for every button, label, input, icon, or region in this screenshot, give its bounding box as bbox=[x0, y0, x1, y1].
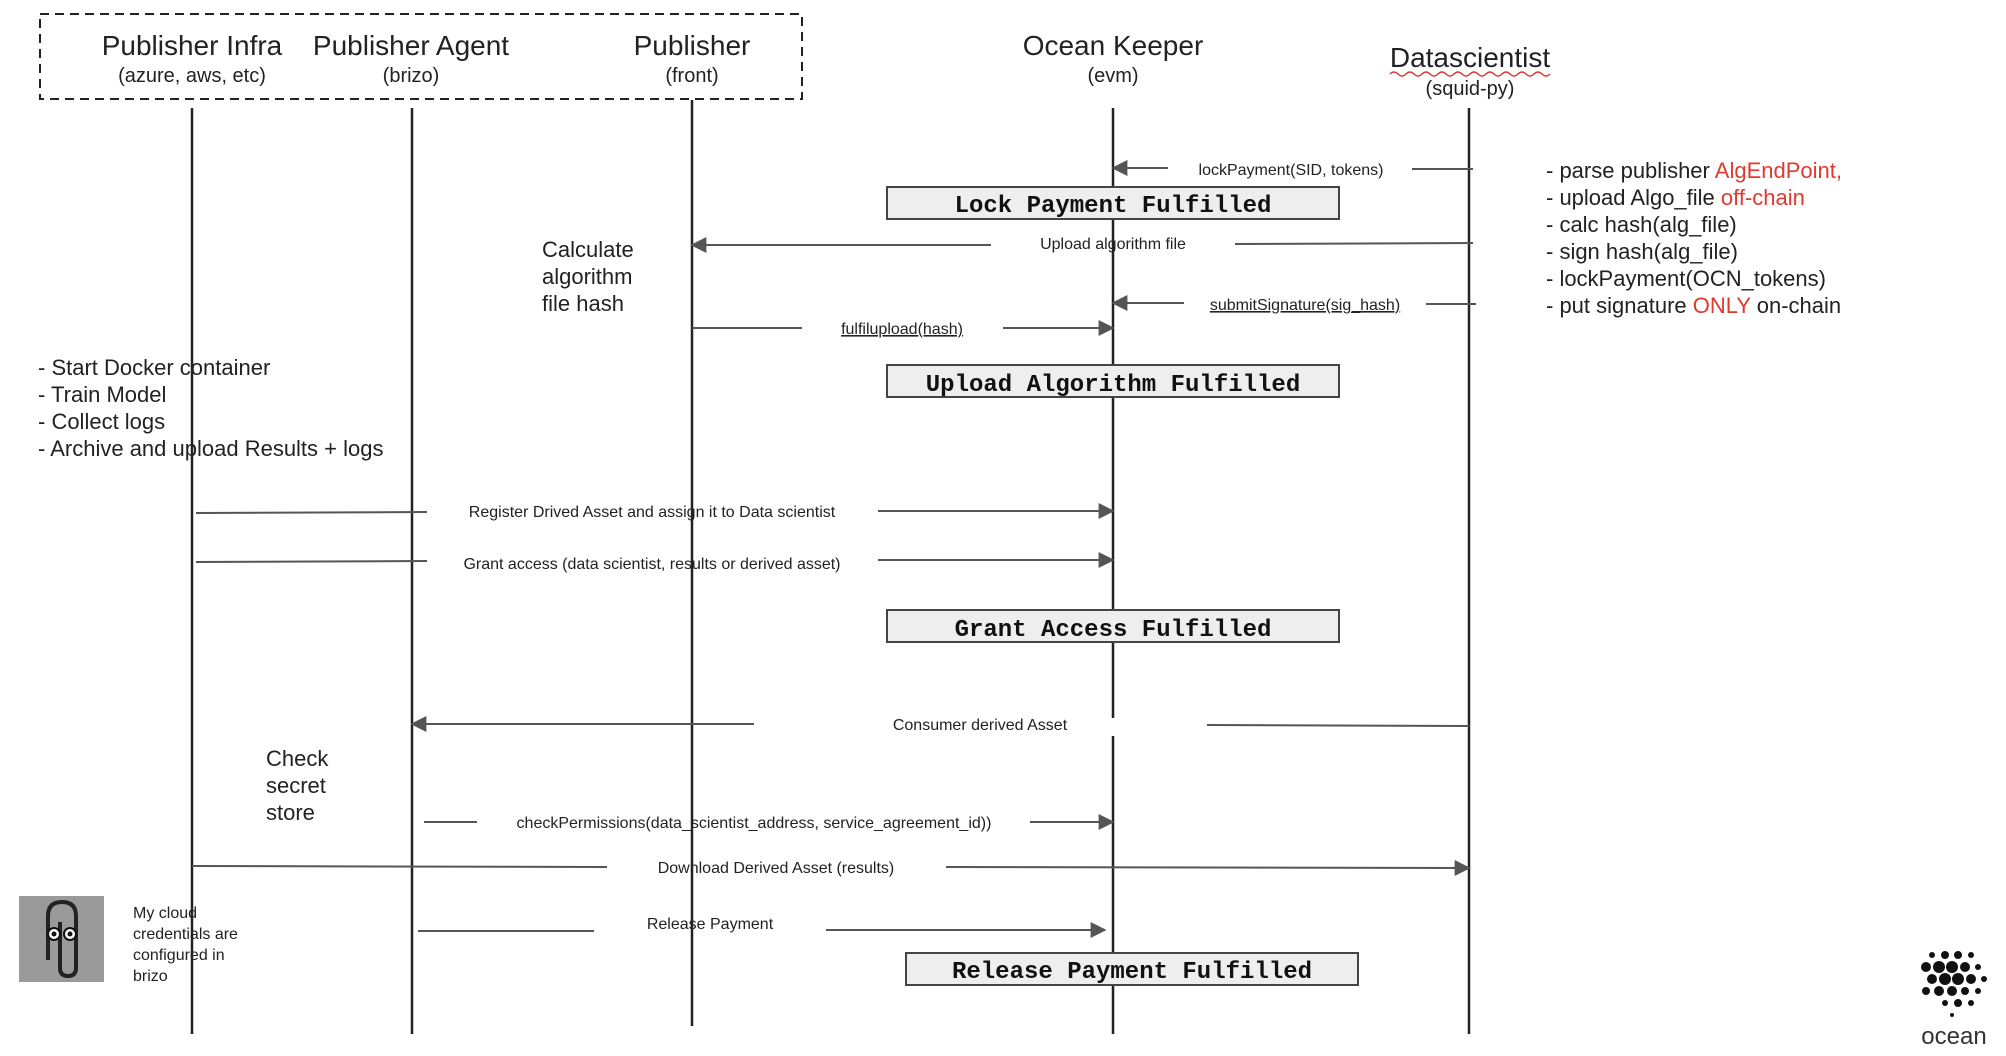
ocean-logo-dot bbox=[1961, 987, 1969, 995]
message-consumer-asset: Consumer derived Asset bbox=[893, 717, 1068, 734]
participant-ocean-keeper-sub: (evm) bbox=[1087, 65, 1138, 87]
note-scientist-steps: - parse publisher AlgEndPoint, - upload … bbox=[1546, 157, 1842, 319]
note-line: Check bbox=[266, 746, 329, 771]
scientist-step: - parse publisher AlgEndPoint, bbox=[1546, 158, 1842, 183]
state-box-lock bbox=[886, 186, 1340, 220]
ocean-logo-dot bbox=[1968, 952, 1974, 958]
scientist-step: - put signature ONLY on-chain bbox=[1546, 293, 1842, 318]
ocean-logo-dot bbox=[1954, 951, 1962, 959]
ocean-logo-dot bbox=[1954, 999, 1962, 1007]
ocean-logo-dot bbox=[1934, 986, 1944, 996]
arrow-download-asset-b bbox=[945, 859, 1471, 876]
message-download-asset: Download Derived Asset (results) bbox=[658, 860, 895, 877]
participant-publisher-agent-sub: (brizo) bbox=[383, 65, 440, 87]
scientist-step: - calc hash(alg_file) bbox=[1546, 212, 1737, 237]
note-cloud-credentials: My cloud credentials are configured in b… bbox=[133, 903, 238, 987]
ocean-logo-dot bbox=[1960, 962, 1970, 972]
message-check-permissions: checkPermissions(data_scientist_address,… bbox=[517, 815, 992, 832]
scientist-step: - upload Algo_file off-chain bbox=[1546, 185, 1805, 210]
message-lock-payment: lockPayment(SID, tokens) bbox=[1199, 162, 1384, 179]
ocean-logo-dot bbox=[1946, 961, 1958, 973]
state-box-grant bbox=[886, 609, 1340, 643]
ocean-logo-dot bbox=[1939, 973, 1951, 985]
participant-publisher-infra: Publisher Infra bbox=[102, 30, 283, 61]
note-line: - Collect logs bbox=[38, 409, 166, 434]
participant-ocean-keeper: Ocean Keeper bbox=[1023, 30, 1204, 61]
message-grant-access: Grant access (data scientist, results or… bbox=[463, 556, 840, 573]
note-line: - Start Docker container bbox=[38, 355, 271, 380]
note-line: - Archive and upload Results + logs bbox=[38, 436, 384, 461]
ocean-logo-dot bbox=[1922, 987, 1930, 995]
note-check-secret-store: Check secret store bbox=[266, 745, 328, 826]
message-release-payment: Release Payment bbox=[647, 916, 774, 933]
note-line: brizo bbox=[133, 968, 168, 985]
label-gap-consumer bbox=[1106, 718, 1120, 736]
ocean-logo-dot bbox=[1981, 976, 1987, 982]
arrow-consumer-asset-b bbox=[1206, 724, 1470, 727]
note-line: algorithm bbox=[542, 264, 633, 289]
note-calculate-hash: Calculate algorithm file hash bbox=[542, 236, 634, 317]
ocean-logo-dot bbox=[1947, 986, 1957, 996]
ocean-logo-icon bbox=[1921, 951, 1987, 1017]
participant-publisher-sub: (front) bbox=[665, 65, 718, 87]
participant-datascientist-sub: (squid-py) bbox=[1426, 78, 1515, 100]
ocean-logo-dot bbox=[1975, 988, 1981, 994]
ocean-logo-dot bbox=[1966, 974, 1976, 984]
arrow-grant-access-a bbox=[195, 560, 428, 563]
state-box-upload bbox=[886, 364, 1340, 398]
ocean-logo-dot bbox=[1952, 973, 1964, 985]
message-upload-algorithm: Upload algorithm file bbox=[1040, 236, 1186, 253]
paperclip-assistant-icon bbox=[19, 896, 104, 982]
note-infra-steps: - Start Docker container - Train Model -… bbox=[38, 354, 383, 462]
arrow-upload-algorithm-b bbox=[1234, 242, 1474, 245]
ocean-logo-dot bbox=[1942, 1000, 1948, 1006]
note-line: credentials are bbox=[133, 926, 238, 943]
state-box-release bbox=[905, 952, 1359, 986]
note-line: secret bbox=[266, 773, 326, 798]
state-upload-algorithm-fulfilled: Upload Algorithm Fulfilled bbox=[926, 372, 1300, 399]
ocean-logo-dot bbox=[1950, 1013, 1954, 1017]
note-line: configured in bbox=[133, 947, 225, 964]
ocean-logo-dot bbox=[1927, 974, 1937, 984]
spellcheck-squiggle bbox=[1389, 71, 1551, 77]
note-line: file hash bbox=[542, 291, 624, 316]
scientist-step: - lockPayment(OCN_tokens) bbox=[1546, 266, 1826, 291]
note-line: My cloud bbox=[133, 905, 198, 922]
state-grant-access-fulfilled: Grant Access Fulfilled bbox=[955, 617, 1272, 644]
publisher-group-box bbox=[39, 13, 803, 100]
participant-publisher: Publisher bbox=[634, 30, 751, 61]
ocean-logo-dot bbox=[1968, 1000, 1974, 1006]
state-lock-payment-fulfilled: Lock Payment Fulfilled bbox=[955, 193, 1272, 220]
note-line: Calculate bbox=[542, 237, 634, 262]
participant-publisher-agent: Publisher Agent bbox=[313, 30, 509, 61]
arrow-download-asset-a bbox=[191, 865, 608, 868]
ocean-logo-dot bbox=[1929, 952, 1935, 958]
ocean-logo-dot bbox=[1921, 962, 1931, 972]
scientist-step: - sign hash(alg_file) bbox=[1546, 239, 1738, 264]
participant-datascientist: Datascientist bbox=[1390, 42, 1551, 73]
participant-publisher-infra-sub: (azure, aws, etc) bbox=[118, 65, 266, 87]
ocean-logo-dot bbox=[1933, 961, 1945, 973]
message-register-asset: Register Drived Asset and assign it to D… bbox=[469, 504, 836, 521]
ocean-logo-dot bbox=[1941, 951, 1949, 959]
note-line: store bbox=[266, 800, 315, 825]
ocean-logo-text: ocean bbox=[1921, 1023, 1986, 1050]
message-submit-signature: submitSignature(sig_hash) bbox=[1210, 297, 1400, 314]
arrow-register-asset-a bbox=[195, 511, 428, 514]
message-fulfil-upload: fulfilupload(hash) bbox=[841, 321, 963, 338]
ocean-logo-dot bbox=[1975, 964, 1981, 970]
state-release-payment-fulfilled: Release Payment Fulfilled bbox=[952, 959, 1312, 986]
note-line: - Train Model bbox=[38, 382, 167, 407]
